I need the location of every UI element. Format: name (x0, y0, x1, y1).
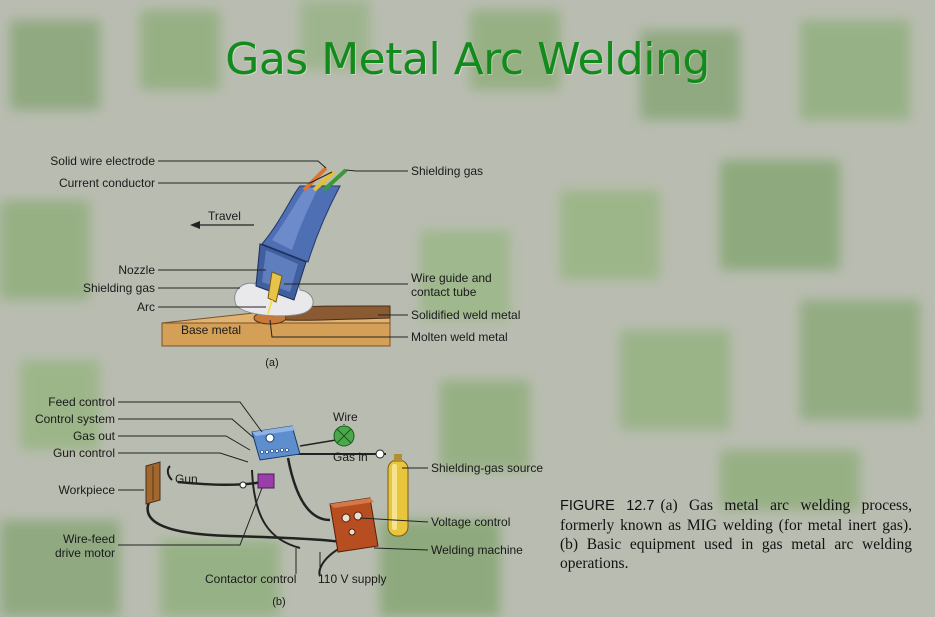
label-wire-feed-line2: drive motor (55, 546, 115, 560)
label-shielding-gas-top: Shielding gas (411, 164, 483, 178)
current-conductor (312, 170, 336, 192)
wire-feed-drive-motor (257, 473, 275, 489)
shielding-gas-cylinder (387, 459, 409, 537)
figure-number: FIGURE 12.7 (560, 498, 655, 514)
label-feed-control: Feed control (48, 395, 115, 409)
label-workpiece: Workpiece (59, 483, 116, 497)
label-110v-supply: 110 V supply (318, 572, 387, 586)
contactor-cable (251, 469, 301, 549)
label-gun-control: Gun control (53, 446, 115, 460)
label-nozzle: Nozzle (118, 263, 155, 277)
label-arc: Arc (137, 300, 155, 314)
gas-regulator (375, 449, 385, 459)
arc (267, 299, 273, 315)
diagram-b-caption: (b) (272, 596, 285, 608)
feed-control-dials (260, 448, 289, 454)
label-gun: Gun (175, 472, 198, 486)
label-control-system: Control system (35, 412, 115, 426)
label-solidified-weld-metal: Solidified weld metal (411, 308, 520, 322)
wire-path (299, 439, 337, 447)
label-contactor-control: Contactor control (205, 572, 296, 586)
page-title: Gas Metal Arc Welding (225, 34, 710, 85)
welding-gun (166, 465, 173, 481)
solid-wire-electrode (302, 166, 328, 192)
label-shielding-gas-source: Shielding-gas source (431, 461, 543, 475)
label-base-metal: Base metal (181, 323, 241, 337)
label-gas-in: Gas in (333, 450, 368, 464)
label-welding-machine: Welding machine (431, 543, 523, 557)
work-cable (146, 499, 341, 544)
label-wire: Wire (333, 410, 358, 424)
label-gas-out: Gas out (73, 429, 116, 443)
label-solid-wire-electrode: Solid wire electrode (50, 154, 155, 168)
contact-tube (267, 271, 283, 303)
label-wire-feed-line1: Wire-feed (63, 532, 115, 546)
supply-cable (318, 547, 341, 577)
feed-to-machine-cable (286, 457, 331, 522)
label-shielding-gas: Shielding gas (83, 281, 155, 295)
travel-arrowhead (190, 221, 200, 229)
figure-caption: FIGURE 12.7(a) Gas metal arc welding pro… (560, 496, 912, 573)
voltage-control-knob (341, 513, 351, 523)
label-voltage-control: Voltage control (431, 515, 510, 529)
label-molten-weld-metal: Molten weld metal (411, 330, 508, 344)
label-wire-guide-line2: contact tube (411, 285, 477, 299)
label-travel: Travel (208, 209, 241, 223)
welding-machine (329, 497, 379, 553)
label-wire-guide-line1: Wire guide and (411, 271, 492, 285)
label-current-conductor: Current conductor (59, 176, 155, 190)
shielding-gas-line (322, 168, 348, 192)
figure-caption-text: (a) Gas metal arc welding process, forme… (560, 497, 912, 572)
diagram-a-caption: (a) (265, 357, 278, 369)
